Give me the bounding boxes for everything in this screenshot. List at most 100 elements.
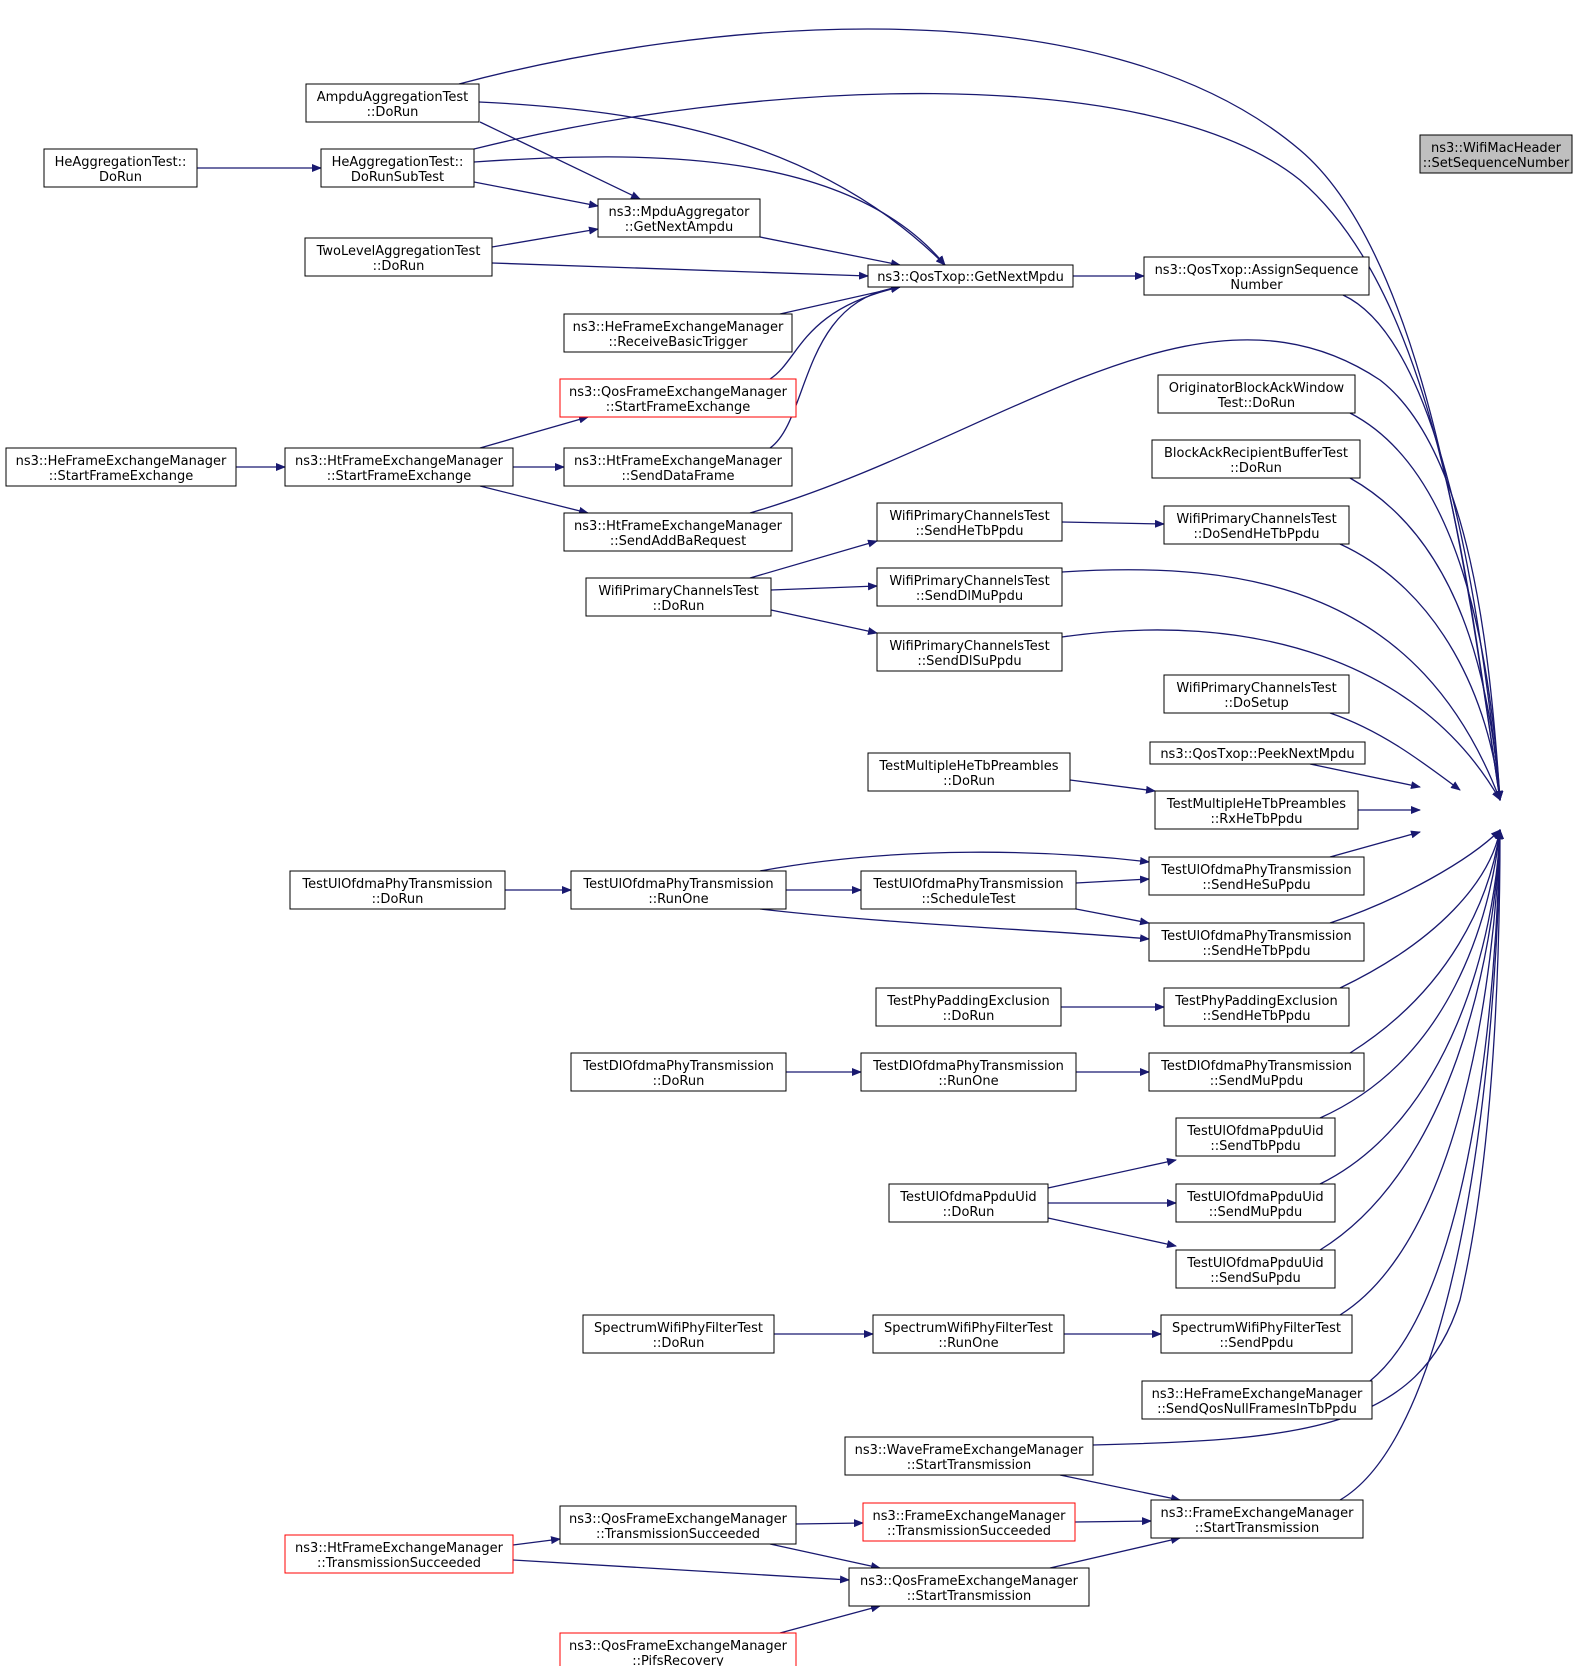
node-wpc-senddlmu[interactable]: WifiPrimaryChannelsTest::SendDlMuPpdu	[876, 567, 1063, 607]
node-fem-start[interactable]: ns3::FrameExchangeManager::StartTransmis…	[1150, 1499, 1364, 1539]
node-box[interactable]	[844, 1436, 1094, 1476]
node-box[interactable]	[1163, 505, 1350, 545]
node-box[interactable]	[1419, 134, 1573, 174]
node-box[interactable]	[1148, 856, 1365, 896]
node-box[interactable]	[1141, 1380, 1373, 1420]
node-ba-recip[interactable]: BlockAckRecipientBufferTest::DoRun	[1151, 439, 1361, 479]
node-box[interactable]	[1163, 674, 1350, 714]
node-tpp-dorun[interactable]: TestPhyPaddingExclusion::DoRun	[875, 987, 1062, 1027]
node-ht-fem-txsucc[interactable]: ns3::HtFrameExchangeManager::Transmissio…	[284, 1534, 514, 1574]
node-swf-send[interactable]: SpectrumWifiPhyFilterTest::SendPpdu	[1160, 1314, 1353, 1354]
node-tup-sendsu[interactable]: TestUlOfdmaPpduUid::SendSuPpdu	[1175, 1249, 1336, 1289]
node-box[interactable]	[848, 1567, 1090, 1607]
node-box[interactable]	[1157, 374, 1356, 414]
node-tul-runone[interactable]: TestUlOfdmaPhyTransmission::RunOne	[570, 870, 787, 910]
node-box[interactable]	[1148, 922, 1365, 962]
node-box[interactable]	[867, 264, 1074, 288]
node-box[interactable]	[876, 502, 1063, 542]
node-box[interactable]	[876, 632, 1063, 672]
node-box[interactable]	[563, 512, 793, 552]
node-box[interactable]	[860, 1052, 1077, 1092]
node-box[interactable]	[1163, 987, 1350, 1027]
node-ampdu-dorun[interactable]: AmpduAggregationTest::DoRun	[305, 83, 480, 123]
node-box[interactable]	[867, 752, 1071, 792]
node-tul-dorun[interactable]: TestUlOfdmaPhyTransmission::DoRun	[289, 870, 506, 910]
node-box[interactable]	[585, 577, 772, 617]
node-he-fem-startfe[interactable]: ns3::HeFrameExchangeManager::StartFrameE…	[5, 447, 237, 487]
node-box[interactable]	[1149, 741, 1366, 765]
node-tup-sendtb[interactable]: TestUlOfdmaPpduUid::SendTbPpdu	[1175, 1117, 1336, 1157]
node-ht-fem-startfe[interactable]: ns3::HtFrameExchangeManager::StartFrameE…	[284, 447, 514, 487]
node-box[interactable]	[872, 1314, 1065, 1354]
node-tdl-dorun[interactable]: TestDlOfdmaPhyTransmission::DoRun	[570, 1052, 787, 1092]
node-ht-fem-addba[interactable]: ns3::HtFrameExchangeManager::SendAddBaRe…	[563, 512, 793, 552]
node-tul-sched[interactable]: TestUlOfdmaPhyTransmission::ScheduleTest	[860, 870, 1077, 910]
node-box[interactable]	[570, 1052, 787, 1092]
node-tul-sendhesu[interactable]: TestUlOfdmaPhyTransmission::SendHeSuPpdu	[1148, 856, 1365, 896]
node-swf-runone[interactable]: SpectrumWifiPhyFilterTest::RunOne	[872, 1314, 1065, 1354]
node-box[interactable]	[875, 987, 1062, 1027]
node-box[interactable]	[559, 1632, 797, 1666]
node-box[interactable]	[305, 83, 480, 123]
node-he-agg-dorun[interactable]: HeAggregationTest::DoRun	[43, 148, 198, 188]
node-tul-sendhetb[interactable]: TestUlOfdmaPhyTransmission::SendHeTbPpdu	[1148, 922, 1365, 962]
node-box[interactable]	[1143, 256, 1370, 296]
node-ht-fem-senddata[interactable]: ns3::HtFrameExchangeManager::SendDataFra…	[563, 447, 793, 487]
node-he-fem-qosnull[interactable]: ns3::HeFrameExchangeManager::SendQosNull…	[1141, 1380, 1373, 1420]
node-box[interactable]	[1151, 439, 1361, 479]
node-box[interactable]	[1148, 1052, 1365, 1092]
node-peeknext[interactable]: ns3::QosTxop::PeekNextMpdu	[1149, 741, 1366, 765]
node-he-agg-subtest[interactable]: HeAggregationTest::DoRunSubTest	[320, 148, 475, 188]
node-box[interactable]	[320, 148, 475, 188]
node-swf-dorun[interactable]: SpectrumWifiPhyFilterTest::DoRun	[582, 1314, 775, 1354]
node-box[interactable]	[1150, 1499, 1364, 1539]
node-box[interactable]	[876, 567, 1063, 607]
node-tdl-sendmu[interactable]: TestDlOfdmaPhyTransmission::SendMuPpdu	[1148, 1052, 1365, 1092]
node-wave-fem-start[interactable]: ns3::WaveFrameExchangeManager::StartTran…	[844, 1436, 1094, 1476]
node-box[interactable]	[1160, 1314, 1353, 1354]
node-box[interactable]	[888, 1183, 1049, 1223]
node-qos-fem-start[interactable]: ns3::QosFrameExchangeManager::StartTrans…	[848, 1567, 1090, 1607]
node-tmh-dorun[interactable]: TestMultipleHeTbPreambles::DoRun	[867, 752, 1071, 792]
node-tup-sendmu[interactable]: TestUlOfdmaPpduUid::SendMuPpdu	[1175, 1183, 1336, 1223]
node-box[interactable]	[597, 198, 761, 238]
node-box[interactable]	[289, 870, 506, 910]
node-tdl-runone[interactable]: TestDlOfdmaPhyTransmission::RunOne	[860, 1052, 1077, 1092]
node-box[interactable]	[559, 1505, 797, 1545]
node-tmh-rx[interactable]: TestMultipleHeTbPreambles::RxHeTbPpdu	[1154, 790, 1359, 830]
node-box[interactable]	[1154, 790, 1359, 830]
node-mpdu-agg[interactable]: ns3::MpduAggregator::GetNextAmpdu	[597, 198, 761, 238]
node-root[interactable]: ns3::WifiMacHeader::SetSequenceNumber	[1419, 134, 1573, 174]
node-tpp-send[interactable]: TestPhyPaddingExclusion::SendHeTbPpdu	[1163, 987, 1350, 1027]
node-box[interactable]	[284, 447, 514, 487]
node-box[interactable]	[582, 1314, 775, 1354]
node-wpc-sendhetb[interactable]: WifiPrimaryChannelsTest::SendHeTbPpdu	[876, 502, 1063, 542]
node-tup-dorun[interactable]: TestUlOfdmaPpduUid::DoRun	[888, 1183, 1049, 1223]
node-box[interactable]	[862, 1502, 1076, 1542]
node-box[interactable]	[559, 378, 797, 418]
node-box[interactable]	[304, 237, 493, 277]
node-box[interactable]	[1175, 1183, 1336, 1223]
node-wpc-senddlsu[interactable]: WifiPrimaryChannelsTest::SendDlSuPpdu	[876, 632, 1063, 672]
node-qos-fem-pifs[interactable]: ns3::QosFrameExchangeManager::PifsRecove…	[559, 1632, 797, 1666]
node-twolevel[interactable]: TwoLevelAggregationTest::DoRun	[304, 237, 493, 277]
node-wpc-dosendhetb[interactable]: WifiPrimaryChannelsTest::DoSendHeTbPpdu	[1163, 505, 1350, 545]
node-he-fem-basic[interactable]: ns3::HeFrameExchangeManager::ReceiveBasi…	[563, 313, 793, 353]
node-box[interactable]	[43, 148, 198, 188]
node-box[interactable]	[860, 870, 1077, 910]
node-box[interactable]	[284, 1534, 514, 1574]
node-box[interactable]	[5, 447, 237, 487]
node-wpc-dorun[interactable]: WifiPrimaryChannelsTest::DoRun	[585, 577, 772, 617]
node-qos-fem-txsucc[interactable]: ns3::QosFrameExchangeManager::Transmissi…	[559, 1505, 797, 1545]
node-box[interactable]	[570, 870, 787, 910]
node-box[interactable]	[1175, 1117, 1336, 1157]
node-box[interactable]	[563, 313, 793, 353]
node-qos-fem-startfe[interactable]: ns3::QosFrameExchangeManager::StartFrame…	[559, 378, 797, 418]
node-box[interactable]	[563, 447, 793, 487]
node-wpc-dosetup[interactable]: WifiPrimaryChannelsTest::DoSetup	[1163, 674, 1350, 714]
node-box[interactable]	[1175, 1249, 1336, 1289]
node-fem-txsucc[interactable]: ns3::FrameExchangeManager::TransmissionS…	[862, 1502, 1076, 1542]
node-getnextmpdu[interactable]: ns3::QosTxop::GetNextMpdu	[867, 264, 1074, 288]
